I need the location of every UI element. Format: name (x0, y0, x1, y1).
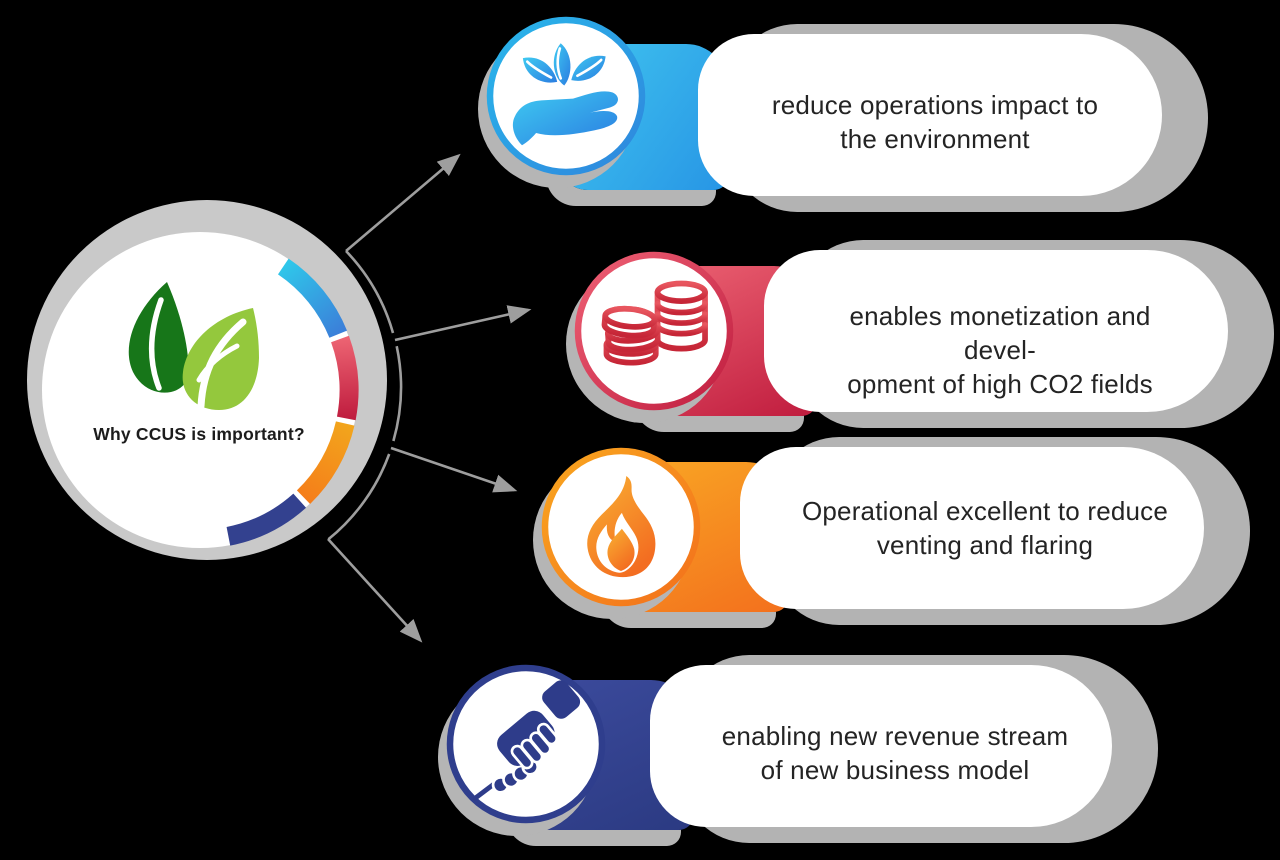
center-title: Why CCUS is important? (93, 424, 305, 444)
card-environment-pill (698, 34, 1162, 196)
flame-icon (587, 475, 656, 578)
card-revenue-pill (650, 665, 1112, 827)
card-environment-text: reduce operations impact to the environm… (771, 90, 1099, 154)
card-monetization-text: enables monetization and devel- opment o… (847, 301, 1153, 399)
card-operational-pill (740, 447, 1204, 609)
card-operational-badge (533, 447, 701, 619)
card-operational-text: Operational excellent to reduce venting … (801, 496, 1169, 560)
card-monetization-pill (764, 250, 1228, 412)
card-revenue-text: enabling new revenue stream of new busin… (721, 721, 1069, 785)
arrow-revenue (327, 538, 423, 643)
center-ring-segments (226, 258, 359, 546)
card-monetization-badge (566, 251, 734, 423)
card-environment-badge (478, 16, 646, 188)
coins-icon (601, 280, 708, 366)
leaf-logo (128, 282, 259, 410)
arrow-operational (390, 446, 518, 493)
handshake-icon (472, 680, 581, 801)
connector-lines (327, 153, 532, 643)
hand-plant-icon (512, 43, 618, 146)
card-revenue-badge (438, 664, 606, 836)
arrow-environment (345, 153, 461, 252)
arrow-monetization (394, 305, 532, 342)
